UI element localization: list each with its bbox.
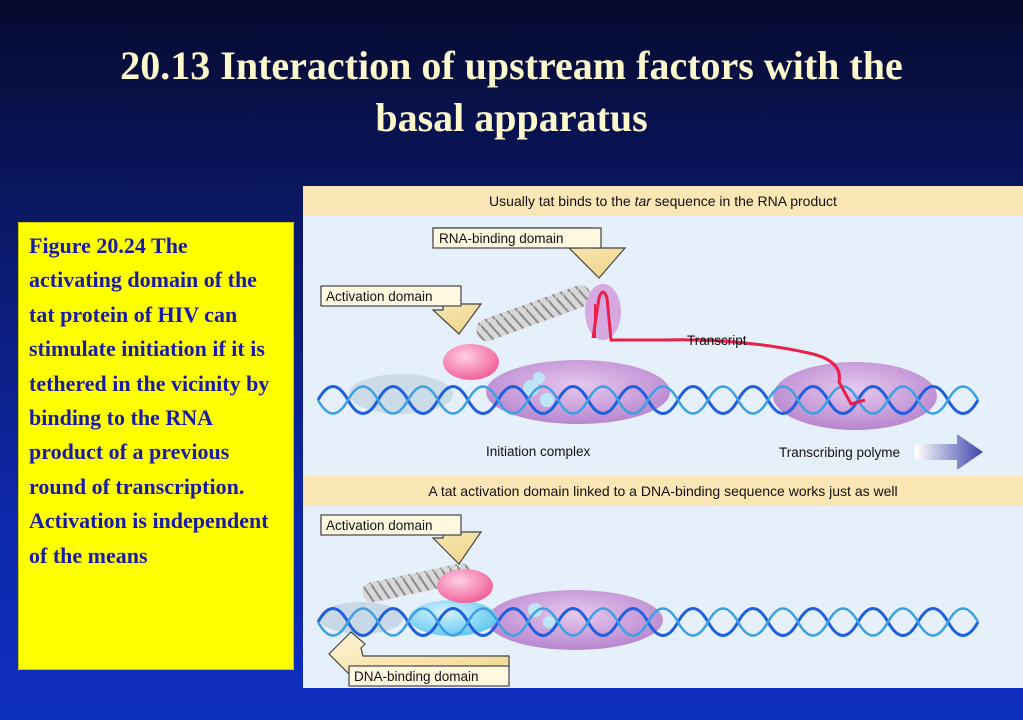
dna-strand-bottom-b [316, 607, 980, 637]
top-banner-text-before: Usually tat binds to the [489, 193, 635, 209]
polymerase-direction-arrow [915, 434, 983, 470]
activation-domain-bottom-shape [437, 569, 493, 603]
figure-caption: Figure 20.24 The activating domain of th… [29, 233, 270, 568]
transcript-rna [591, 290, 866, 406]
dna-binding-label-box [348, 665, 510, 687]
dna-strand-top-b [316, 385, 980, 415]
initiation-complex-bottom-shape [487, 590, 663, 650]
top-banner-italic: tar [634, 193, 651, 209]
dna-binding-label: DNA-binding domain [354, 669, 479, 684]
dna-binding-domain-shape [409, 600, 497, 636]
diagram-svg: RNA-binding domain Activation domain Tra… [316, 227, 983, 687]
figure-panel: Usually tat binds to the tar sequence in… [303, 186, 1023, 688]
title-line-1: 20.13 Interaction of upstream factors wi… [120, 43, 903, 88]
top-banner: Usually tat binds to the tar sequence in… [303, 186, 1023, 216]
initiation-complex-bead [528, 603, 542, 617]
activation-label-bottom: Activation domain [326, 518, 433, 533]
activation-label-top: Activation domain [326, 289, 433, 304]
title-line-2: basal apparatus [375, 95, 648, 140]
top-banner-text-after: sequence in the RNA product [650, 193, 837, 209]
transcript-label: Transcript [687, 333, 747, 348]
initiation-complex-bead [533, 372, 545, 384]
activation-domain-shape [443, 344, 499, 380]
dna-binding-domain-shape-2 [319, 602, 403, 634]
bottom-banner: A tat activation domain linked to a DNA-… [303, 476, 1023, 506]
rna-binding-label: RNA-binding domain [439, 231, 564, 246]
activation-linker-coil-bottom [362, 563, 471, 603]
caption-box: Figure 20.24 The activating domain of th… [18, 222, 294, 670]
activation-label-box-top [320, 285, 462, 307]
slide-title: 20.13 Interaction of upstream factors wi… [0, 40, 1023, 144]
activation-label-box-bottom [320, 514, 462, 536]
initiation-complex-bead [540, 393, 554, 407]
transcribing-polymerase-label: Transcribing polyme [779, 445, 900, 460]
rna-binding-label-box [432, 227, 602, 249]
initiation-complex-bead [543, 616, 555, 628]
initiation-complex-label: Initiation complex [486, 444, 591, 459]
activation-linker-coil [476, 285, 591, 342]
